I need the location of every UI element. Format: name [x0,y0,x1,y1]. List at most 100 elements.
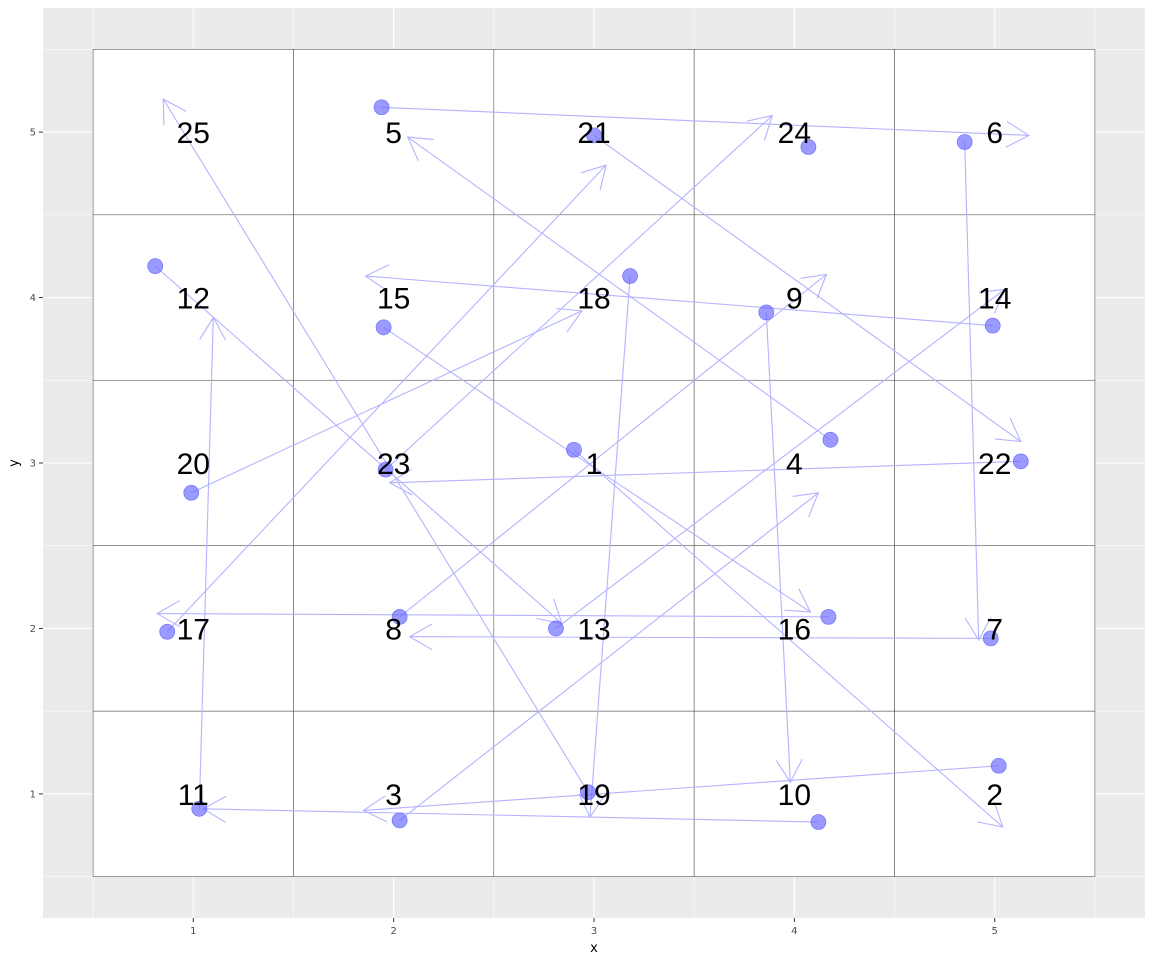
cell-label: 8 [385,613,402,646]
cell-label: 19 [577,779,610,812]
arrow [191,307,583,494]
arrow-shaft [399,273,827,618]
arrow [964,142,992,642]
cell-label: 13 [577,613,610,646]
data-point [1012,453,1029,470]
data-point [758,304,775,321]
tile [894,379,1096,547]
data-point [984,317,1001,334]
arrows [154,98,1030,828]
arrow-shaft [407,136,831,441]
cell-label: 1 [586,448,603,481]
x-tick-label: 1 [190,926,196,937]
data-point [377,461,394,478]
data-point [580,784,596,801]
tile [693,710,895,877]
cell-label: 17 [177,613,210,646]
y-tick-label: 3 [30,459,36,470]
data-point [586,127,602,144]
tile [92,214,294,381]
arrow [399,492,820,821]
arrow-shaft [383,326,811,613]
cell-label: 3 [385,779,402,812]
arrow-head [994,417,1022,443]
y-tick-label: 4 [30,293,36,304]
arrow-shaft [154,265,563,624]
x-tick-label: 4 [791,926,797,937]
x-axis-title: x [590,941,598,956]
data-point [183,484,200,501]
cell-label: 2 [986,779,1003,812]
cell-label: 24 [778,117,811,150]
arrow-shaft [593,134,1022,442]
arrow [593,134,1022,443]
tile [92,545,294,712]
arrow-head [388,468,413,496]
arrow-shaft [399,492,819,821]
arrow-shaft [381,106,1029,136]
y-axis-title: y [7,459,22,467]
data-point [800,139,817,155]
tile [293,545,495,712]
cell-label: 14 [978,283,1011,316]
x-tick-label: 3 [591,926,597,937]
data-point [391,608,408,625]
cell-label: 9 [786,283,803,316]
arrow-shaft [555,288,1006,629]
data-point [810,814,827,830]
arrow-shaft [573,449,1004,828]
arrow-head [578,793,606,819]
cell-label: 11 [178,779,209,812]
data-point [956,134,973,150]
y-tick-label: 1 [30,789,36,800]
arrow-shaft [365,275,993,327]
arrow [166,164,607,633]
data-point [822,431,839,448]
arrow-head [800,273,828,299]
arrow-head [746,114,774,141]
cell-label: 16 [778,613,811,646]
arrow-shaft [363,765,999,812]
arrow-head [406,136,434,161]
tile [894,545,1096,712]
data-point [622,268,638,284]
y-tick-label: 2 [30,624,36,635]
tile [894,710,1096,877]
tiles [92,49,1096,877]
x-tick-label: 5 [992,926,998,937]
data-point [820,608,837,625]
tile [493,545,695,712]
arrow [381,106,1030,148]
tile [894,49,1096,216]
tile [693,214,895,381]
data-point [375,319,392,336]
arrow [162,98,589,793]
data-point [159,623,176,640]
data-point [566,441,582,458]
cell-label: 23 [377,448,410,481]
cell-label: 25 [177,117,210,150]
tile [92,49,294,216]
arrow-head [775,758,803,784]
arrow-head [362,795,388,823]
cell-label: 22 [978,448,1011,481]
arrow-shaft [409,636,991,639]
cell-label: 6 [986,117,1003,150]
arrow [156,600,829,628]
arrow-head [977,802,1004,828]
arrow-shaft [964,142,980,641]
cell-label: 7 [986,613,1003,646]
tile [894,214,1096,381]
arrow [555,288,1006,629]
arrow [399,273,828,618]
arrow-head [556,307,583,333]
data-point [373,99,390,116]
arrow [383,326,812,613]
arrow-head [156,600,181,628]
arrow [408,623,991,651]
cell-label: 10 [778,779,811,812]
data-point [548,620,564,637]
